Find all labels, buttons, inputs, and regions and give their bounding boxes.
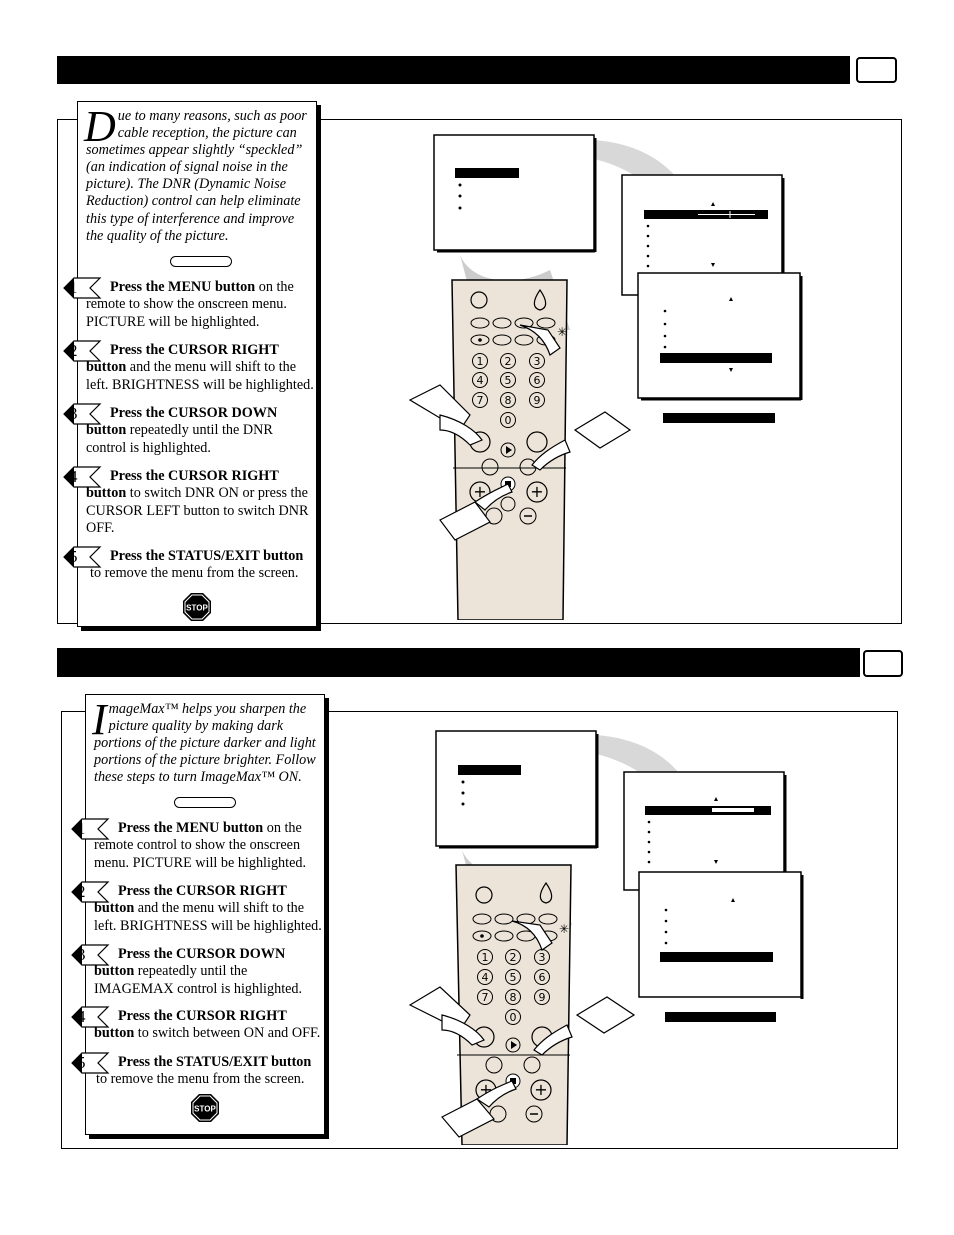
- drop-cap: I: [92, 695, 107, 744]
- step-number: 1: [77, 819, 86, 838]
- digit-5-button[interactable]: 5: [505, 374, 512, 387]
- svg-text:+: +: [530, 482, 543, 501]
- page-tab-dnr: [856, 57, 897, 83]
- step-number: 2: [69, 341, 78, 360]
- svg-text:✳: ✳: [557, 325, 567, 339]
- digit-2-button[interactable]: 2: [505, 355, 512, 368]
- intro-text: ue to many reasons, such as poor cable r…: [86, 108, 307, 244]
- digit-3-button[interactable]: 3: [539, 951, 546, 964]
- step-detail: and the menu will shift to the left. BRI…: [86, 359, 314, 393]
- step-number: 3: [69, 404, 78, 423]
- drop-cap: D: [84, 102, 116, 151]
- step-action: Press the CURSOR RIGHT button: [86, 342, 279, 376]
- step-action: Press the CURSOR DOWN button: [86, 405, 278, 439]
- digit-1-button[interactable]: 1: [482, 951, 489, 964]
- divider-pill: [170, 256, 232, 267]
- svg-text:+: +: [534, 1080, 547, 1099]
- digit-9-button[interactable]: 9: [534, 394, 541, 407]
- section-panel-imagemax: [61, 711, 898, 1149]
- step-5: 5 Press the STATUS/EXIT button to remove…: [69, 548, 316, 583]
- step-number: 1: [69, 278, 78, 297]
- digit-8-button[interactable]: 8: [505, 394, 512, 407]
- step-detail: and the menu will shift to the left. BRI…: [94, 900, 322, 934]
- step-number: 2: [77, 882, 86, 901]
- step-4: 4 Press the CURSOR RIGHT button to switc…: [69, 468, 316, 538]
- illustration-dnr: ✳ 1 2 3 4 5 6 7 8 9 0 + +: [400, 130, 820, 621]
- step-badge-1: [70, 817, 110, 841]
- step-number: 5: [77, 1053, 86, 1072]
- step-detail: on the remote to show the onscreen menu.…: [86, 279, 294, 330]
- section-header-bar-dnr: [57, 56, 850, 84]
- digit-5-button[interactable]: 5: [510, 971, 517, 984]
- digit-7-button[interactable]: 7: [482, 991, 489, 1004]
- step-2: 2 Press the CURSOR RIGHT button and the …: [69, 342, 316, 394]
- step-number: 4: [77, 1007, 86, 1026]
- step-action: Press the CURSOR RIGHT button: [86, 468, 279, 502]
- step-number: 4: [69, 467, 78, 486]
- step-action: Press the CURSOR DOWN button: [94, 946, 286, 980]
- digit-0-button[interactable]: 0: [510, 1011, 517, 1024]
- digit-7-button[interactable]: 7: [477, 394, 484, 407]
- step-badge-3: [62, 402, 102, 426]
- step-number: 3: [77, 945, 86, 964]
- step-action: Press the MENU button: [118, 820, 264, 836]
- digit-6-button[interactable]: 6: [539, 971, 546, 984]
- section-panel-dnr: [57, 119, 902, 624]
- step-badge-4: [70, 1005, 110, 1029]
- step-action: Press the CURSOR RIGHT button: [94, 1008, 287, 1042]
- step-action: Press the STATUS/EXIT button: [110, 548, 304, 564]
- illustration-imagemax: ✳ 1 2 3 4 5 6 7 8 9 0 + +: [402, 725, 822, 1146]
- step-4: 4 Press the CURSOR RIGHT button to switc…: [77, 1008, 324, 1043]
- step-1: 1 Press the MENU button on the remote co…: [77, 820, 324, 872]
- step-detail: on the remote control to show the onscre…: [94, 820, 307, 871]
- step-action: Press the MENU button: [110, 279, 256, 295]
- digit-6-button[interactable]: 6: [534, 374, 541, 387]
- digit-1-button[interactable]: 1: [477, 355, 484, 368]
- digit-9-button[interactable]: 9: [539, 991, 546, 1004]
- stop-label: STOP: [186, 604, 208, 613]
- step-badge-2: [62, 339, 102, 363]
- divider-pill: [174, 797, 236, 808]
- step-1: 1 Press the MENU button on the remote to…: [69, 279, 316, 331]
- page-tab-imagemax: [863, 650, 903, 677]
- step-detail: repeatedly until the IMAGEMAX control is…: [94, 963, 303, 997]
- step-2: 2 Press the CURSOR RIGHT button and the …: [77, 883, 324, 935]
- step-3: 3 Press the CURSOR DOWN button repeatedl…: [77, 946, 324, 998]
- digit-4-button[interactable]: 4: [477, 374, 484, 387]
- digit-8-button[interactable]: 8: [510, 991, 517, 1004]
- step-3: 3 Press the CURSOR DOWN button repeatedl…: [69, 405, 316, 457]
- step-5: 5 Press the STATUS/EXIT button to remove…: [77, 1054, 324, 1089]
- stop-label: STOP: [194, 1105, 216, 1114]
- step-detail: to remove the menu from the screen.: [96, 1071, 305, 1088]
- step-badge-3: [70, 943, 110, 967]
- stop-sign-icon: STOP: [182, 592, 212, 627]
- digit-0-button[interactable]: 0: [505, 414, 512, 427]
- step-action: Press the STATUS/EXIT button: [118, 1054, 312, 1070]
- step-badge-2: [70, 880, 110, 904]
- digit-4-button[interactable]: 4: [482, 971, 489, 984]
- section-header-bar-imagemax: [57, 648, 860, 677]
- step-detail: to switch between ON and OFF.: [134, 1025, 321, 1042]
- svg-text:✳: ✳: [559, 922, 569, 936]
- step-detail: to switch DNR ON or press the CURSOR LEF…: [86, 485, 309, 537]
- step-number: 5: [69, 547, 78, 566]
- digit-2-button[interactable]: 2: [510, 951, 517, 964]
- step-action: Press the CURSOR RIGHT button: [94, 883, 287, 917]
- step-badge-5: [62, 545, 102, 569]
- step-detail: to remove the menu from the screen.: [90, 565, 299, 582]
- step-badge-4: [62, 465, 102, 489]
- intro-text: mageMax™ helps you sharpen the picture q…: [94, 701, 316, 786]
- stop-sign-icon: STOP: [190, 1093, 220, 1128]
- step-badge-5: [70, 1051, 110, 1075]
- digit-3-button[interactable]: 3: [534, 355, 541, 368]
- step-detail: repeatedly until the DNR control is high…: [86, 422, 273, 456]
- step-badge-1: [62, 276, 102, 300]
